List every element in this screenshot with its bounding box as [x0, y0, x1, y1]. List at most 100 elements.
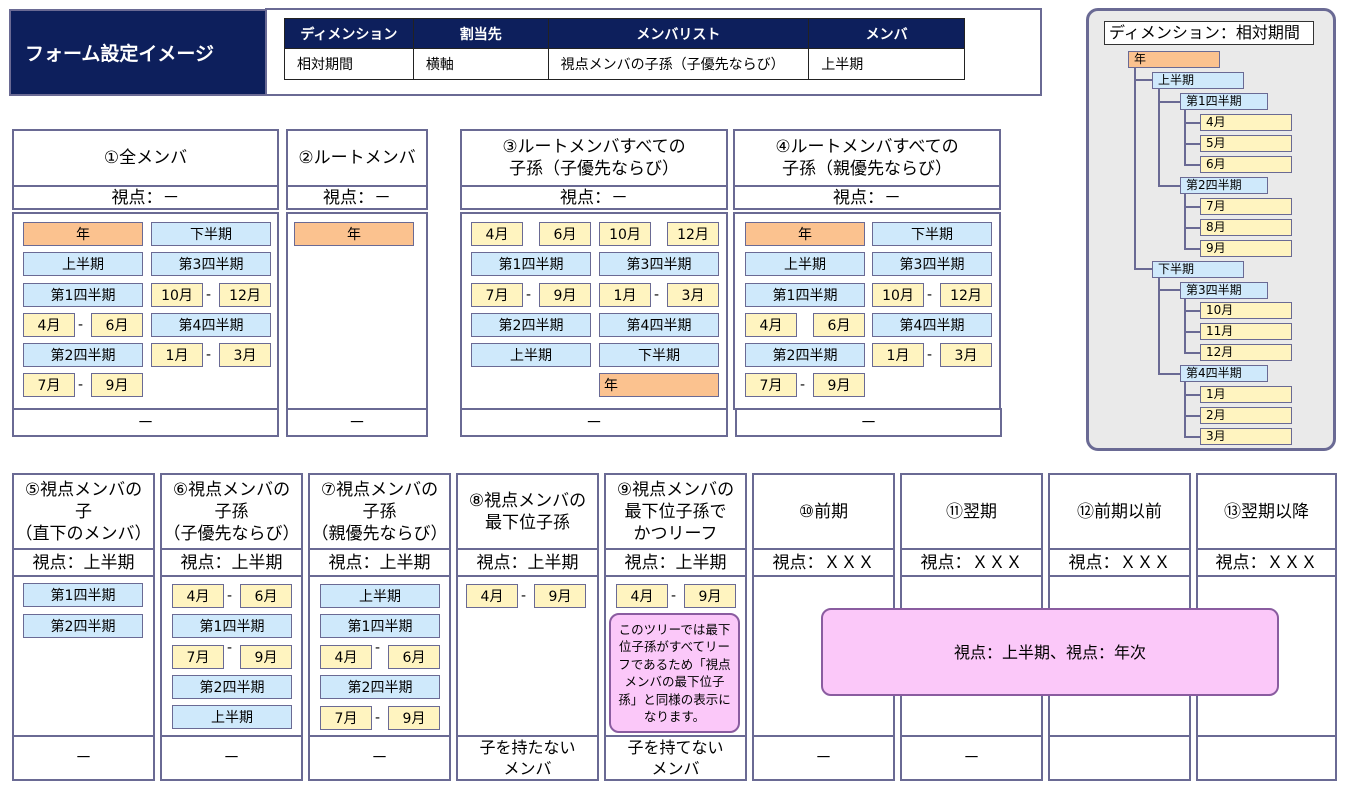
col4-q1: 第1四半期: [745, 283, 865, 307]
col3-m3: 3月: [667, 283, 719, 307]
col7-m7: 7月: [320, 706, 372, 730]
col1-m10: 10月: [151, 283, 203, 307]
col4-title: ④ルートメンバすべての子孫（親優先ならび）: [733, 129, 1001, 187]
col7-q1: 第1四半期: [320, 614, 440, 638]
col4-q3: 第3四半期: [872, 252, 992, 276]
col1-q2: 第2四半期: [23, 343, 143, 367]
col7-dash-a: -: [375, 640, 381, 656]
col4-footer: －: [735, 408, 1002, 437]
tree-node-q4: 第4四半期: [1180, 365, 1268, 382]
col7-q2: 第2四半期: [320, 675, 440, 699]
col6-q2: 第2四半期: [172, 675, 292, 699]
col8-viewpoint: 視点：上半期: [456, 548, 599, 577]
col1-year: 年: [23, 222, 143, 246]
col3-year: 年: [599, 373, 719, 397]
col2-footer: －: [286, 408, 428, 437]
col6-m4: 4月: [172, 584, 224, 608]
col11-footer: －: [900, 735, 1043, 781]
col5-q2: 第2四半期: [23, 614, 143, 638]
col8-m4: 4月: [466, 584, 518, 608]
col4-m9: 9月: [813, 373, 865, 397]
col6-footer: －: [160, 735, 303, 781]
col7-m9: 9月: [388, 706, 440, 730]
col3-footer: －: [460, 408, 728, 437]
col1-m6: 6月: [91, 313, 143, 337]
col7-h1: 上半期: [320, 584, 440, 608]
tree-node-m2: 2月: [1200, 407, 1292, 424]
tree-node-m10: 10月: [1200, 302, 1292, 319]
header-col-member: メンバ: [808, 18, 965, 49]
col6-q1: 第1四半期: [172, 614, 292, 638]
col7-viewpoint: 視点：上半期: [308, 548, 451, 577]
col10-footer: －: [752, 735, 895, 781]
col9-dash-a: -: [671, 588, 677, 604]
col6-m9: 9月: [240, 645, 292, 669]
col1-dash-a: -: [206, 287, 212, 303]
col2-title: ②ルートメンバ: [286, 129, 428, 187]
col8-m9: 9月: [534, 584, 586, 608]
col3-q2: 第2四半期: [471, 313, 591, 337]
col4-dash-c: -: [800, 377, 806, 393]
col3-title: ③ルートメンバすべての子孫（子優先ならび）: [460, 129, 728, 187]
col12-footer: [1048, 735, 1191, 781]
col3-m12: 12月: [667, 222, 719, 246]
col3-dash-a: -: [526, 287, 532, 303]
col4-m1: 1月: [872, 343, 924, 367]
col11-title: ⑪翌期: [900, 473, 1043, 550]
header-cell-dimension: 相対期間: [284, 48, 414, 80]
col3-dash-b: -: [654, 287, 660, 303]
col1-m7: 7月: [23, 373, 75, 397]
col8-title: ⑧視点メンバの最下位子孫: [456, 473, 599, 550]
col1-footer: －: [12, 408, 279, 437]
header-col-memberlist: メンバリスト: [547, 18, 810, 49]
tree-title: ディメンション：相対期間: [1104, 21, 1314, 45]
col12-title: ⑫前期以前: [1048, 473, 1191, 550]
col3-m10: 10月: [599, 222, 651, 246]
col9-footer: 子を持てないメンバ: [604, 735, 747, 781]
col7-m4: 4月: [320, 645, 372, 669]
col7-dash-b: -: [375, 710, 381, 726]
col4-m7: 7月: [745, 373, 797, 397]
col3-h2: 下半期: [599, 343, 719, 367]
col1-m12: 12月: [219, 283, 271, 307]
col2-viewpoint: 視点：－: [286, 185, 428, 210]
col5-q1: 第1四半期: [23, 583, 143, 607]
col1-title: ①全メンバ: [12, 129, 279, 187]
col4-m12: 12月: [940, 283, 992, 307]
tree-node-q3: 第3四半期: [1180, 282, 1268, 299]
col4-h2: 下半期: [872, 222, 992, 246]
page-title: フォーム設定イメージ: [9, 9, 267, 96]
col4-m4: 4月: [745, 313, 797, 337]
col3-m4: 4月: [471, 222, 523, 246]
col6-title: ⑥視点メンバの子孫（子優先ならび）: [160, 473, 303, 550]
col10-title: ⑩前期: [752, 473, 895, 550]
header-cell-memberlist: 視点メンバの子孫（子優先ならび）: [547, 48, 810, 80]
page-title-text: フォーム設定イメージ: [25, 43, 215, 65]
col9-m9: 9月: [684, 584, 736, 608]
col3-viewpoint: 視点：－: [460, 185, 728, 210]
tree-node-m7: 7月: [1200, 198, 1292, 215]
col3-m1: 1月: [599, 283, 651, 307]
col1-m3: 3月: [219, 343, 271, 367]
col3-q1: 第1四半期: [471, 252, 591, 276]
col3-h1: 上半期: [471, 343, 591, 367]
col7-footer: －: [308, 735, 451, 781]
tree-node-m1: 1月: [1200, 386, 1292, 403]
col8-footer: 子を持たないメンバ: [456, 735, 599, 781]
col9-m4: 4月: [616, 584, 668, 608]
col4-m6: 6月: [813, 313, 865, 337]
col4-m3: 3月: [940, 343, 992, 367]
col4-m10: 10月: [872, 283, 924, 307]
big-note: 視点：上半期、視点：年次: [821, 608, 1279, 696]
col4-q2: 第2四半期: [745, 343, 865, 367]
tree-node-h2: 下半期: [1152, 261, 1244, 278]
header-cell-member: 上半期: [808, 48, 965, 80]
col1-q4: 第4四半期: [151, 313, 271, 337]
col1-h1: 上半期: [23, 252, 143, 276]
col9-viewpoint: 視点：上半期: [604, 548, 747, 577]
tree-node-m6: 6月: [1200, 156, 1292, 173]
col4-q4: 第4四半期: [872, 313, 992, 337]
tree-node-m3: 3月: [1200, 428, 1292, 445]
col1-h2: 下半期: [151, 222, 271, 246]
tree-node-m11: 11月: [1200, 323, 1292, 340]
